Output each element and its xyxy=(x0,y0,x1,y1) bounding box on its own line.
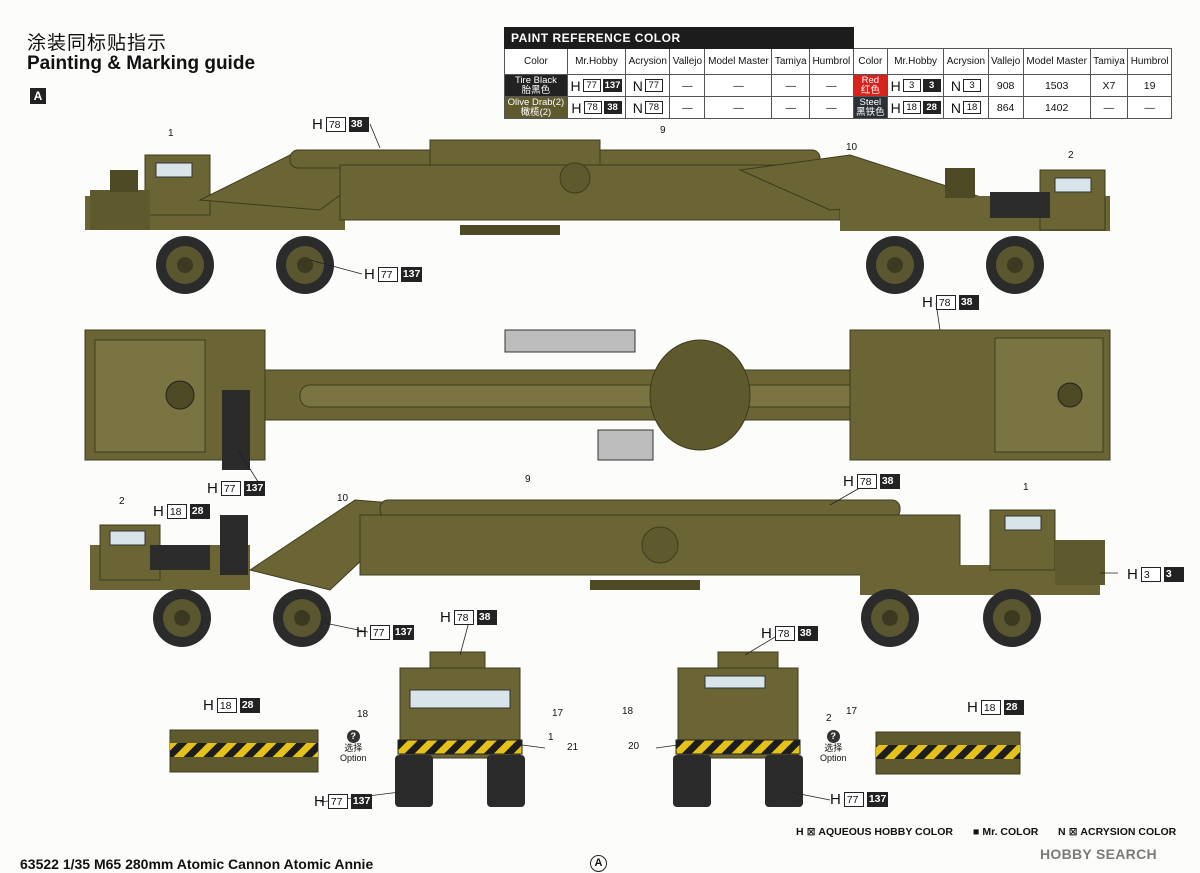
title-english: Painting & Marking guide xyxy=(27,53,256,74)
marking-number: 10 xyxy=(337,493,349,504)
footer-title: 63522 1/35 M65 280mm Atomic Cannon Atomi… xyxy=(20,856,374,872)
side-view-right xyxy=(90,499,1105,647)
section-marker: A xyxy=(30,88,46,104)
bumper-option-left xyxy=(169,729,319,773)
paint-table-header: Color Mr.Hobby Acrysion Vallejo Model Ma… xyxy=(504,48,1172,75)
marking-number: 21 xyxy=(567,742,579,753)
rear-view xyxy=(673,651,803,807)
paint-table-title: PAINT REFERENCE COLOR xyxy=(504,27,854,49)
side-view-left xyxy=(85,139,1110,294)
marking-number: 20 xyxy=(628,741,640,752)
title-chinese: 涂装同标贴指示 xyxy=(27,32,168,54)
marking-number: 2 xyxy=(1068,150,1074,161)
marking-number: 1 xyxy=(1023,482,1029,493)
marking-number: 10 xyxy=(846,142,858,153)
marking-number: 9 xyxy=(660,125,666,136)
marking-number: 9 xyxy=(525,474,531,485)
marking-number: 1 xyxy=(548,732,554,743)
marking-number: 1 xyxy=(168,128,174,139)
marking-number: 18 xyxy=(622,706,634,717)
bumper-option-right xyxy=(875,731,1021,775)
legend-aqueous: H⊠AQUEOUS HOBBY COLOR xyxy=(796,826,953,838)
page-marker: A xyxy=(590,855,607,872)
paint-reference-table: PAINT REFERENCE COLOR Color Mr.Hobby Acr… xyxy=(504,27,1172,119)
top-view xyxy=(84,329,1111,470)
legend-mr-color: ■Mr. COLOR xyxy=(973,826,1039,838)
watermark-logo: HOBBY SEARCH xyxy=(1040,846,1157,862)
marking-number: 18 xyxy=(357,709,369,720)
marking-number: 17 xyxy=(846,706,858,717)
marking-number: 2 xyxy=(826,713,832,724)
legend-acrysion: N⊠ACRYSION COLOR xyxy=(1058,826,1177,838)
marking-number: 2 xyxy=(119,496,125,507)
front-view xyxy=(395,651,525,807)
marking-number: 17 xyxy=(552,708,564,719)
